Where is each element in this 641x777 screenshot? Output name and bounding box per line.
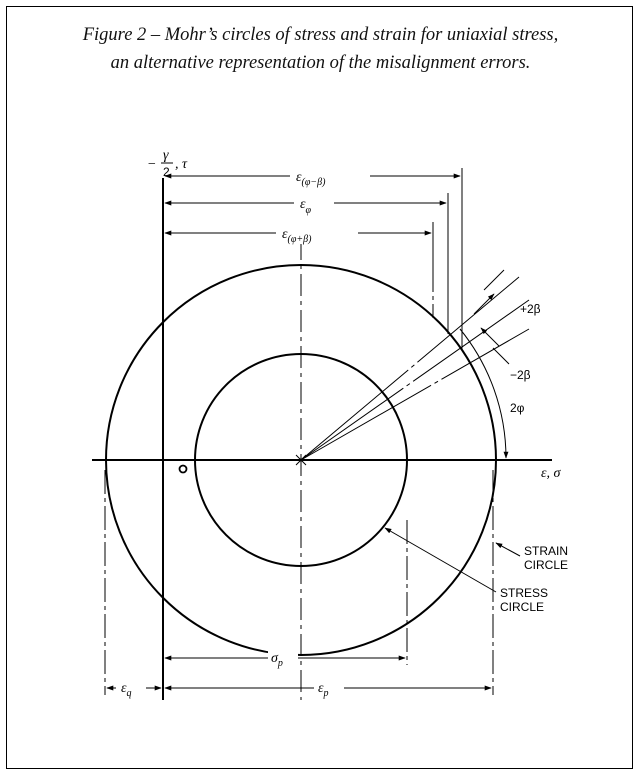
radial-line-phi-plus-beta — [300, 328, 530, 461]
arc-2phi — [459, 328, 509, 459]
arrow-2beta-upper-1 — [473, 293, 495, 315]
label-plus-2beta: +2β — [520, 302, 541, 316]
label-eps-phi: εφ — [300, 197, 312, 216]
radial-line-phi-minus-beta — [300, 276, 520, 461]
strain-circle-label-2: CIRCLE — [524, 558, 568, 572]
stress-circle-label-2: CIRCLE — [500, 600, 544, 614]
label-eps-phi-minus-beta: ε(φ−β) — [296, 170, 326, 188]
radial-line-phi — [300, 299, 530, 461]
vertical-axis-label-tau: , τ — [175, 157, 188, 172]
horizontal-axis-label: ε, σ — [541, 466, 562, 481]
vertical-axis-label-two: 2 — [163, 165, 170, 179]
arrow-2beta-lower-2 — [492, 347, 510, 365]
label-minus-2beta: −2β — [510, 368, 531, 382]
figure-caption: Figure 2 – Mohr’s circles of stress and … — [7, 21, 634, 77]
origin-marker — [178, 464, 188, 474]
arrow-2beta-upper-2 — [483, 269, 505, 291]
label-sigma-p: σp — [271, 651, 283, 669]
vertical-axis-label-gamma: γ — [163, 148, 169, 163]
vertical-axis-label-minus: − — [147, 157, 156, 172]
strain-circle-label-1: STRAIN — [524, 544, 568, 558]
arrow-2beta-lower-1 — [480, 327, 500, 347]
caption-line-1: Figure 2 – Mohr’s circles of stress and … — [82, 25, 559, 45]
label-eps-p: εp — [318, 681, 329, 699]
leader-stress-circle — [384, 527, 497, 593]
caption-line-2: an alternative representation of the mis… — [110, 53, 531, 73]
label-2phi: 2φ — [510, 401, 525, 415]
label-eps-q: εq — [121, 681, 132, 699]
figure-frame: Figure 2 – Mohr’s circles of stress and … — [6, 6, 633, 769]
stress-circle-label-1: STRESS — [500, 586, 548, 600]
leader-strain-circle — [495, 542, 521, 557]
label-eps-phi-plus-beta: ε(φ+β) — [282, 227, 312, 245]
